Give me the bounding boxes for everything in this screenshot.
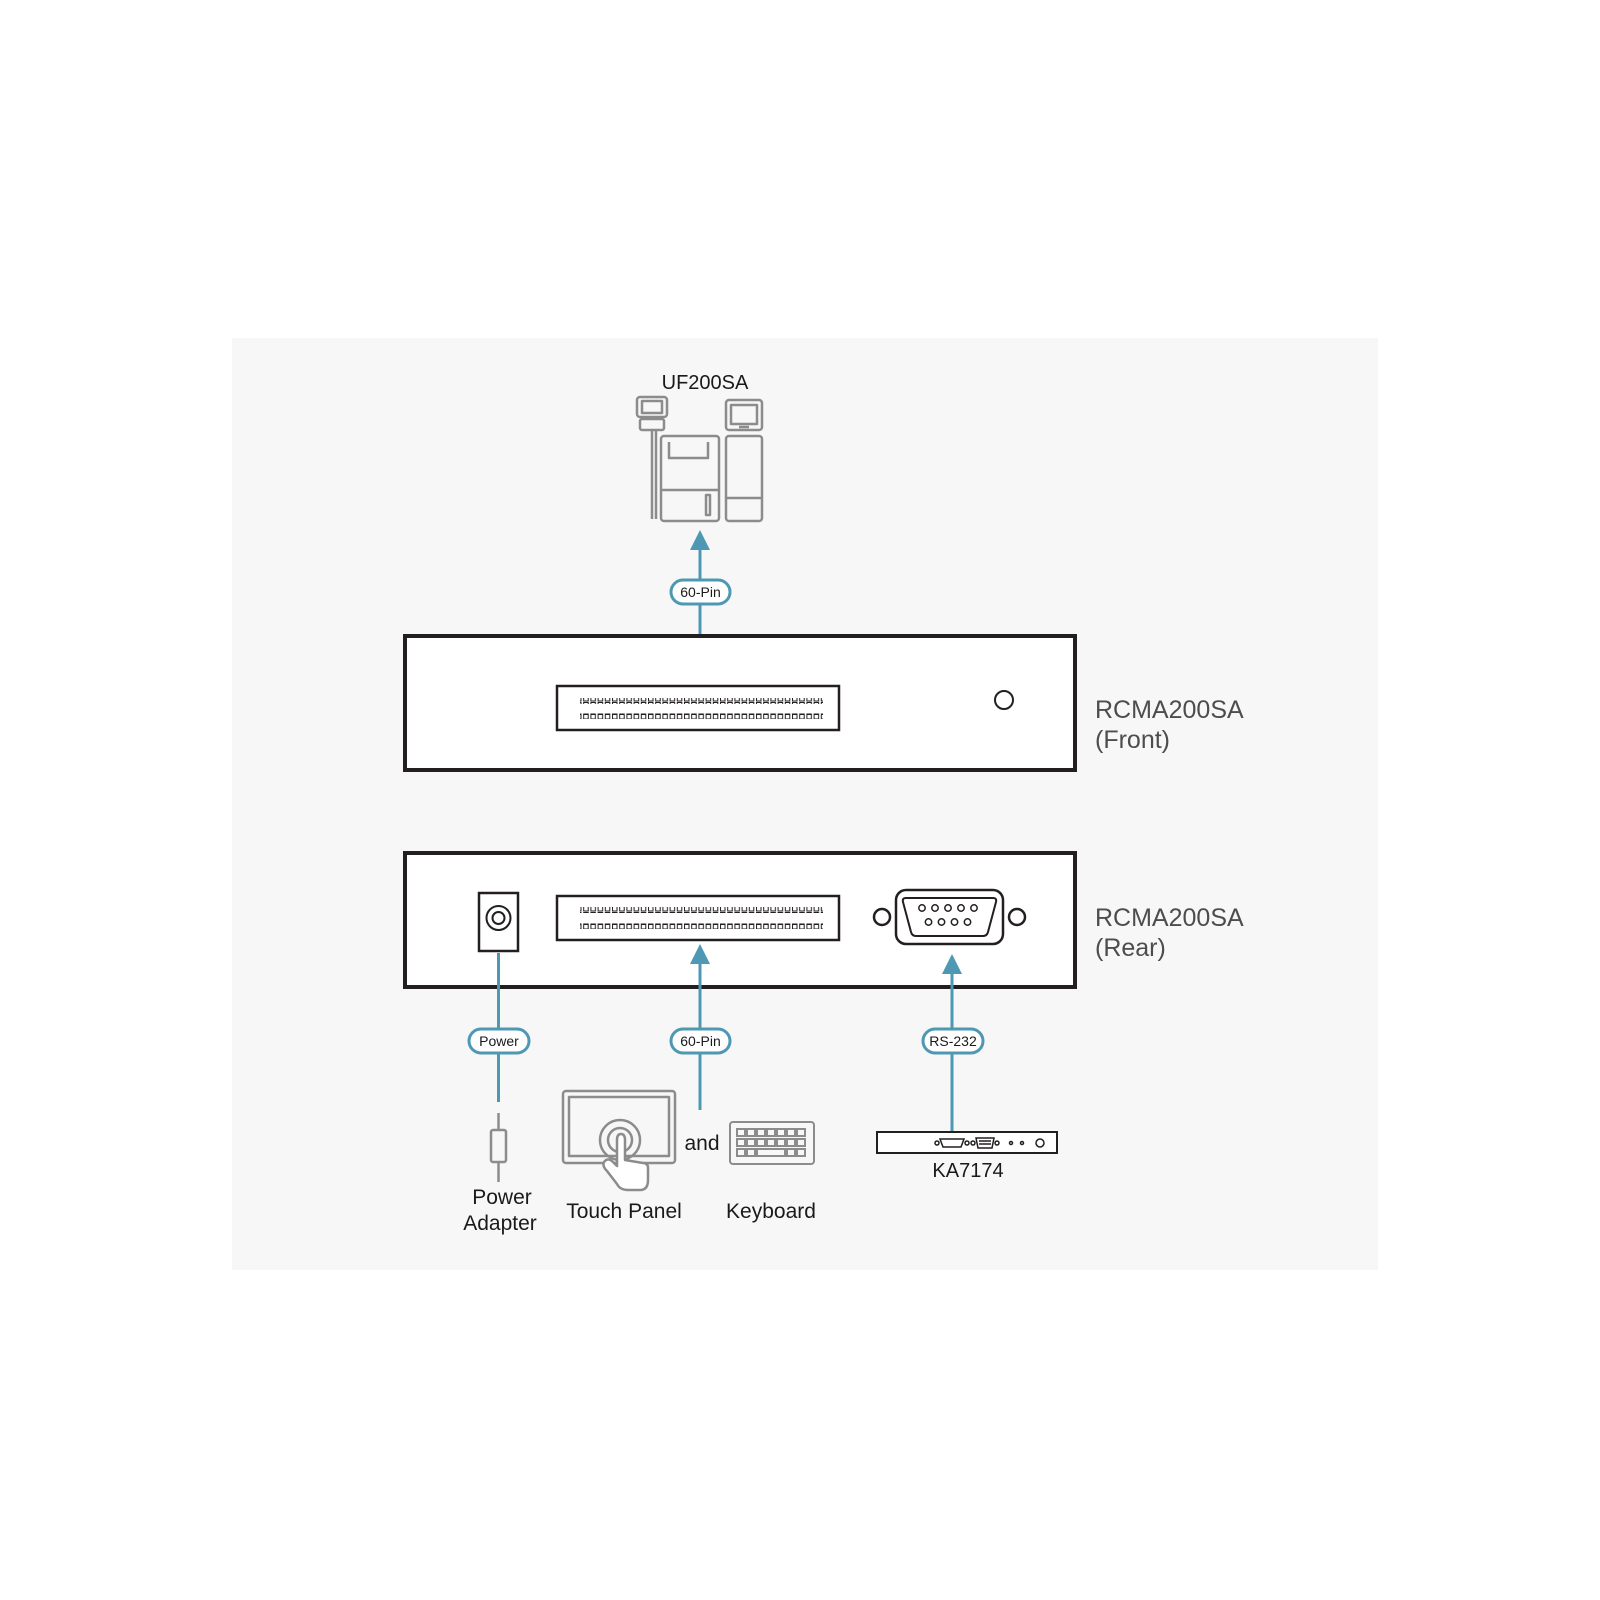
power-jack <box>477 891 520 953</box>
front-indicator-led <box>994 690 1014 710</box>
power-cable-label: Power <box>479 1033 519 1049</box>
and-text: and <box>684 1132 719 1155</box>
touch-panel-label: Touch Panel <box>566 1200 682 1223</box>
rs232-port <box>872 888 1027 946</box>
rs232-cable-label: RS-232 <box>929 1033 977 1049</box>
rear-60pin-cable: 60-Pin <box>669 944 732 1110</box>
rear-panel <box>403 851 1077 989</box>
rear-panel-name: RCMA200SA <box>1095 904 1244 932</box>
front-60pin-port <box>555 684 841 732</box>
rs232-arrow <box>942 954 962 974</box>
rear-60pin-port <box>555 894 841 942</box>
ka7174-label: KA7174 <box>932 1160 1003 1182</box>
front-panel-side: (Front) <box>1095 726 1170 754</box>
keyboard-icon <box>729 1121 815 1165</box>
rear-60pin-arrow <box>690 944 710 964</box>
touch-panel-icon <box>561 1089 677 1192</box>
keyboard-label: Keyboard <box>726 1200 816 1223</box>
top-cable-arrow <box>690 530 710 550</box>
top-cable-label: 60-Pin <box>680 584 720 600</box>
top-60pin-cable: 60-Pin <box>669 530 732 681</box>
uf200sa-icon <box>635 395 764 523</box>
front-panel <box>403 634 1077 772</box>
power-cable: Power <box>467 953 531 1102</box>
ka7174-icon <box>876 1131 1058 1154</box>
power-adapter-label-2: Adapter <box>463 1212 537 1235</box>
rear-60pin-label: 60-Pin <box>680 1033 720 1049</box>
uf200sa-label: UF200SA <box>662 372 749 394</box>
diagram-background <box>232 338 1378 1270</box>
power-adapter-icon <box>489 1113 508 1182</box>
rear-panel-side: (Rear) <box>1095 934 1166 962</box>
power-adapter-label-1: Power <box>472 1186 532 1209</box>
front-panel-name: RCMA200SA <box>1095 696 1244 724</box>
rs232-cable: RS-232 <box>921 954 985 1132</box>
